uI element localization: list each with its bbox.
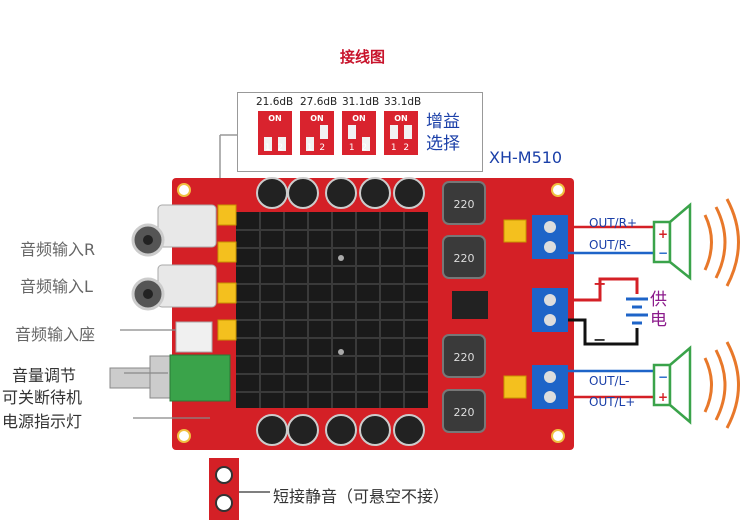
label-standby: 可关断待机: [2, 388, 83, 407]
dip-switch-4: ON 1 2: [384, 111, 418, 155]
label-power-led: 电源指示灯: [2, 412, 83, 431]
dip-switch-3: ON 1 2: [342, 111, 376, 155]
power-plus: +: [593, 274, 606, 293]
speaker-l-plus: +: [658, 390, 668, 404]
label-mute: 短接静音（可悬空不接）: [273, 487, 450, 506]
out-r-plus: OUT/R+: [589, 216, 637, 230]
gain-value-3: 31.1dB: [342, 96, 380, 108]
label-audio-in-socket: 音频输入座: [15, 325, 96, 344]
inductor-label-4: 220: [454, 406, 475, 419]
power-minus: −: [593, 330, 606, 349]
model-label: XH-M510: [489, 148, 563, 167]
volume-potentiometer: [109, 354, 231, 402]
inductor-label-2: 220: [454, 252, 475, 265]
gain-select-label: 增益选择: [426, 112, 460, 154]
audio-input-socket: [175, 321, 213, 353]
gain-value-4: 33.1dB: [384, 96, 422, 108]
label-audio-in-r: 音频输入R: [20, 240, 96, 259]
label-volume: 音量调节: [12, 366, 77, 385]
inductor-label-1: 220: [454, 198, 475, 211]
bottom-capacitors: [256, 414, 425, 446]
speaker-r-plus: +: [658, 227, 668, 241]
out-l-plus: OUT/L+: [589, 395, 636, 409]
gain-value-1: 21.6dB: [256, 96, 294, 108]
top-capacitors: [256, 177, 425, 209]
speaker-l-minus: −: [658, 370, 668, 384]
terminal-blocks: [532, 215, 568, 409]
dip-switch-1: ON 1 2: [258, 111, 292, 155]
speaker-right: [652, 198, 740, 287]
dip-switch-2: ON 1 2: [300, 111, 334, 155]
speaker-left: [652, 341, 740, 429]
out-l-minus: OUT/L-: [589, 374, 630, 388]
gain-selection-panel: 21.6dB 27.6dB 31.1dB 33.1dB ON 1 2 ON 1 …: [237, 92, 483, 172]
speaker-r-minus: −: [658, 246, 668, 260]
label-audio-in-l: 音频输入L: [20, 277, 93, 296]
rca-jacks: [131, 204, 217, 311]
inductor-label-3: 220: [454, 351, 475, 364]
inductors: [442, 181, 486, 433]
gain-value-2: 27.6dB: [300, 96, 338, 108]
diagram-title: 接线图: [340, 48, 386, 66]
out-r-minus: OUT/R-: [589, 238, 631, 252]
power-label: 供电: [650, 290, 667, 330]
mute-jumper: [209, 458, 239, 520]
